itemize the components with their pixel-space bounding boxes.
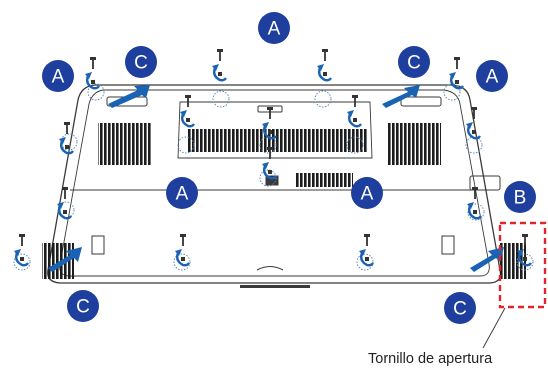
lift-arrow-icon: [48, 247, 82, 272]
screw-icon: [517, 234, 532, 267]
screw-icon: [57, 187, 72, 220]
screw-hole: [465, 136, 483, 154]
lift-arrow-icon: [382, 85, 420, 108]
screw-icon: [467, 187, 482, 220]
screw-hole: [356, 253, 374, 271]
rotate-arrow-icon: [59, 137, 74, 155]
screw-hole: [173, 253, 191, 271]
callout-c: C: [67, 290, 99, 322]
lift-arrow-icon: [108, 85, 150, 108]
rotate-arrow-icon: [359, 249, 374, 267]
rotate-arrow-icon: [449, 72, 464, 90]
callout-b: B: [504, 181, 536, 213]
screw-icon: [262, 147, 277, 180]
callout-a-label: A: [176, 184, 189, 205]
screw-hole: [467, 203, 485, 221]
rotate-arrow-icon: [85, 72, 100, 90]
rotate-arrow-icon: [347, 110, 362, 128]
callout-a-label: A: [486, 67, 499, 88]
rotate-arrow-icon: [467, 202, 482, 220]
callout-a: A: [166, 177, 198, 209]
caption-leader-line: [482, 307, 506, 349]
rotate-arrow-icon: [180, 110, 195, 128]
screw-icon: [449, 57, 464, 90]
screw-icon: [85, 57, 100, 90]
callout-c: C: [125, 46, 157, 78]
callout-b-label: B: [514, 188, 527, 209]
screw-icon: [317, 49, 332, 82]
callout-c-label: C: [134, 53, 148, 74]
lift-arrows: [48, 85, 504, 272]
callout-a: A: [258, 12, 290, 44]
screw-hole: [13, 253, 31, 271]
screw-icon: [466, 107, 481, 140]
screw-icon: [175, 234, 190, 267]
screw-icon: [59, 122, 74, 155]
rotate-arrow-icon: [14, 249, 29, 267]
screw-icon: [262, 107, 277, 140]
vent-grilles: [42, 123, 526, 279]
callout-a: A: [351, 177, 383, 209]
rotate-arrow-icon: [212, 64, 227, 82]
callout-c-label: C: [453, 299, 467, 320]
screw-hole: [87, 83, 105, 101]
opening-screw-caption: Tornillo de apertura: [368, 351, 493, 367]
callout-a-label: A: [268, 19, 281, 40]
screw-hole: [314, 90, 332, 108]
screws: [14, 49, 532, 267]
laptop-body: [47, 84, 502, 288]
callout-c: C: [444, 292, 476, 324]
screw-hole: [212, 90, 230, 108]
callout-a: A: [476, 60, 508, 92]
screw-hole: [516, 253, 534, 271]
callout-a-label: A: [361, 184, 374, 205]
callouts: A A C C A A A B C C: [42, 12, 536, 324]
rotate-arrow-icon: [262, 162, 277, 180]
rotate-arrow-icon: [175, 249, 190, 267]
screw-icon: [14, 234, 29, 267]
case-details: [91, 96, 501, 271]
screw-icon: [212, 49, 227, 82]
rotate-arrow-icon: [317, 64, 332, 82]
screw-hole: [177, 136, 195, 154]
rotate-arrow-icon: [466, 122, 481, 140]
callout-a: A: [42, 60, 74, 92]
screw-icon: [347, 95, 362, 128]
screw-icon: [359, 234, 374, 267]
callout-c: C: [398, 46, 430, 78]
callout-c-label: C: [407, 53, 421, 74]
lift-arrow-icon: [470, 247, 504, 272]
opening-screw-highlight: [498, 221, 547, 309]
callout-a-label: A: [52, 67, 65, 88]
rotate-arrow-icon: [262, 122, 277, 140]
callout-c-label: C: [76, 297, 90, 318]
screw-hole: [346, 136, 364, 154]
screw-icon: [180, 95, 195, 128]
rotate-arrow-icon: [517, 249, 532, 267]
rotate-arrow-icon: [57, 202, 72, 220]
